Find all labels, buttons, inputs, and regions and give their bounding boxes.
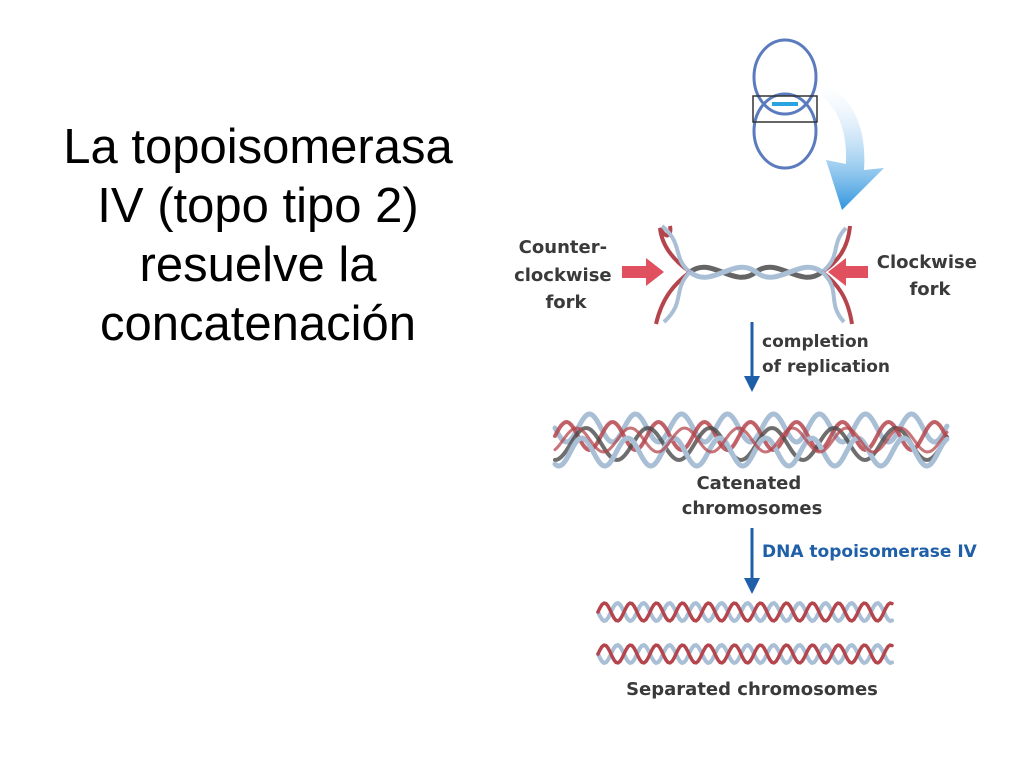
clockwise-fork-label: Clockwise fork bbox=[877, 252, 983, 300]
catenated-strand-dark-1 bbox=[553, 426, 949, 463]
fork-strand-light bbox=[688, 264, 824, 280]
completion-label: completion of replication bbox=[762, 332, 890, 377]
completion-line-2: of replication bbox=[762, 357, 890, 377]
counterclockwise-line-1: Counter- bbox=[519, 237, 607, 258]
catenated-label: Catenated chromosomes bbox=[682, 473, 823, 519]
title-line-3: resuelve la bbox=[139, 238, 377, 292]
separated-strand-red-1 bbox=[596, 601, 894, 623]
clockwise-line-2: fork bbox=[909, 279, 951, 300]
separated-strand-blue-2 bbox=[596, 642, 894, 666]
circular-chromosome bbox=[752, 38, 818, 170]
left-fork-blue-upper bbox=[660, 224, 692, 274]
ring-lower bbox=[752, 92, 818, 170]
ring-upper bbox=[752, 38, 818, 116]
counterclockwise-line-2: clockwise bbox=[514, 265, 612, 286]
catenated-line-1: Catenated bbox=[696, 473, 801, 494]
replication-forks bbox=[622, 224, 868, 325]
right-fork-arrow bbox=[828, 258, 868, 286]
title-line-1: La topoisomerasa bbox=[63, 120, 453, 174]
catenated-strand-blue-2 bbox=[552, 435, 950, 469]
separated-strand-red-2 bbox=[596, 643, 894, 665]
right-fork-blue-lower bbox=[820, 270, 846, 324]
zoom-box bbox=[752, 95, 818, 123]
zoom-arrow bbox=[822, 84, 884, 210]
completion-line-1: completion bbox=[762, 332, 869, 352]
topoisomerase-arrow bbox=[744, 528, 760, 594]
title-line-4: concatenación bbox=[99, 297, 416, 351]
catenated-chromosomes bbox=[552, 411, 950, 469]
left-fork-arrow bbox=[622, 258, 664, 286]
separated-label: Separated chromosomes bbox=[626, 679, 878, 700]
catenated-strand-red-2 bbox=[553, 426, 949, 454]
right-fork-blue-upper bbox=[820, 226, 848, 274]
counterclockwise-fork-label: Counter- clockwise fork bbox=[514, 237, 618, 313]
clockwise-line-1: Clockwise bbox=[877, 252, 977, 273]
left-fork-blue-lower bbox=[662, 270, 692, 324]
topoisomerase-label: DNA topoisomerase IV bbox=[762, 542, 978, 562]
separated-strand-blue-1 bbox=[596, 600, 894, 624]
completion-arrow bbox=[744, 322, 760, 392]
separated-chromosomes bbox=[596, 600, 894, 666]
catenated-line-2: chromosomes bbox=[682, 498, 823, 519]
title-line-2: IV (topo tipo 2) bbox=[97, 179, 419, 233]
counterclockwise-line-3: fork bbox=[545, 292, 587, 313]
slide-title: La topoisomerasa IV (topo tipo 2) resuel… bbox=[20, 118, 496, 354]
catenated-strand-red-1 bbox=[553, 419, 949, 453]
